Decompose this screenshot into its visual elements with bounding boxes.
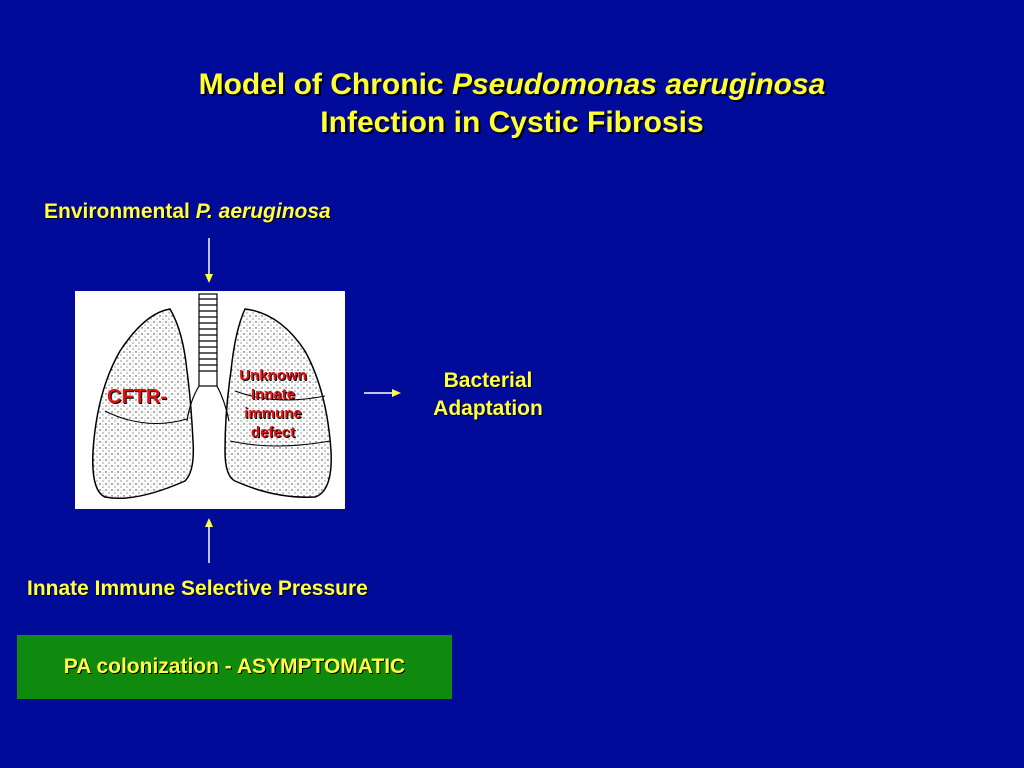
- defect-line-2: Innate: [250, 386, 296, 403]
- defect-line-4: defect: [250, 424, 296, 441]
- slide-title: Model of Chronic Pseudomonas aeruginosa …: [0, 66, 1024, 142]
- title-line-2: Infection in Cystic Fibrosis: [320, 106, 704, 139]
- title-organism: Pseudomonas aeruginosa: [451, 68, 826, 101]
- colonization-status-box: PA colonization - ASYMPTOMATIC: [17, 635, 452, 699]
- right-lung: [224, 308, 332, 498]
- immune-defect-label: Unknown Innate immune defect: [225, 366, 321, 442]
- defect-line-3: immune: [244, 405, 302, 422]
- bacterial-adaptation-label: Bacterial Adaptation: [418, 367, 558, 423]
- lung-illustration: [75, 291, 345, 509]
- up-arrow: [205, 518, 213, 563]
- right-arrow: [364, 389, 401, 397]
- title-line-1: Model of Chronic Pseudomonas aeruginosa: [0, 66, 1024, 104]
- outcome-line-2: Adaptation: [433, 397, 543, 420]
- environment-label: Environmental P. aeruginosa: [44, 200, 331, 224]
- defect-line-1: Unknown: [239, 367, 307, 384]
- environment-prefix: Environmental: [44, 200, 196, 223]
- down-arrow: [205, 238, 213, 283]
- outcome-line-1: Bacterial: [443, 369, 533, 392]
- selective-pressure-label: Innate Immune Selective Pressure: [27, 577, 368, 600]
- environment-organism: P. aeruginosa: [195, 200, 331, 223]
- trachea: [186, 293, 230, 422]
- lungs-icon: [92, 293, 332, 500]
- title-prefix: Model of Chronic: [198, 68, 452, 101]
- colonization-status-text: PA colonization - ASYMPTOMATIC: [63, 655, 406, 678]
- cftr-label: CFTR-: [107, 386, 167, 408]
- left-lung: [92, 308, 195, 500]
